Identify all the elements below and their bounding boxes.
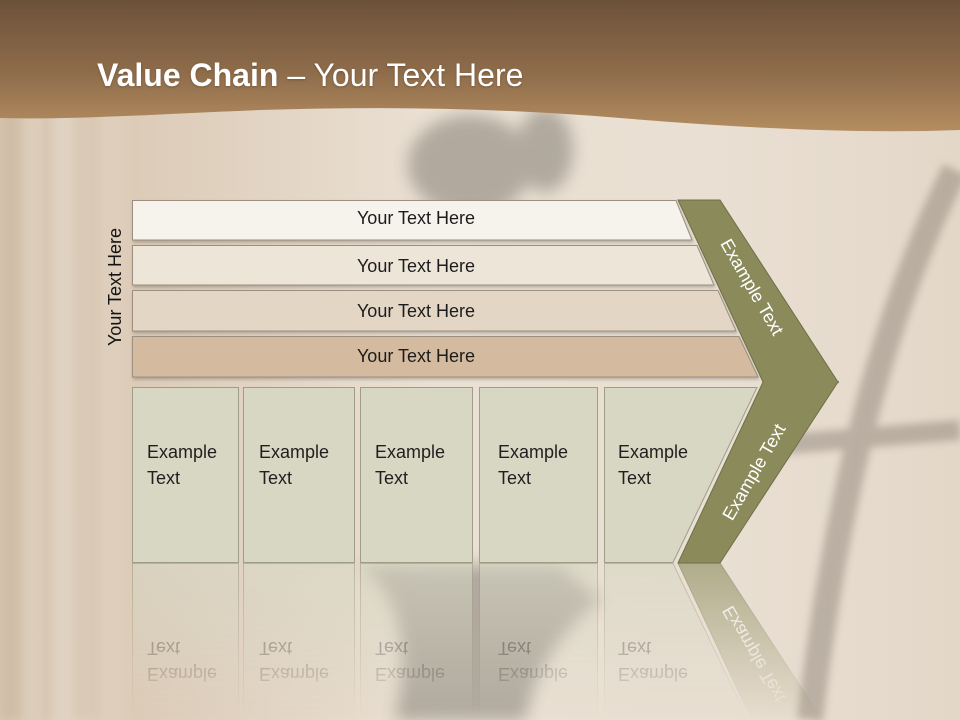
chevron-upper-arm <box>678 200 839 383</box>
title-rest-part: – Your Text Here <box>287 57 524 93</box>
chevron-upper-outline <box>677 199 840 384</box>
primary-bar-4 <box>132 336 759 378</box>
activity-box-3 <box>360 387 473 563</box>
value-chain-lower-shapes <box>132 380 840 564</box>
statue-shapes <box>360 108 600 720</box>
title-bold-part: Value Chain <box>97 57 279 93</box>
pillar-shapes <box>0 100 102 720</box>
activity-box-1-label: Example Text <box>147 442 218 488</box>
header-band <box>0 0 960 132</box>
activity-box-5 <box>604 387 758 563</box>
activity-box-4-label: Example Text <box>498 442 569 488</box>
activity-box-3-label: Example Text <box>375 442 446 488</box>
activity-box-5-label: Example Text <box>618 442 689 488</box>
primary-bar-3 <box>132 290 737 332</box>
chevron-lower-arm <box>678 381 839 563</box>
activity-box-4 <box>479 387 598 563</box>
arch-shapes <box>774 164 960 720</box>
activity-box-2 <box>243 387 355 563</box>
primary-bar-2 <box>132 245 715 286</box>
primary-bar-1 <box>132 200 693 241</box>
primary-bar-3-label: Your Text Here <box>356 301 476 321</box>
primary-bar-4-label: Your Text Here <box>356 346 476 366</box>
slide-title: Value Chain– Your Text Here <box>97 57 523 93</box>
primary-bar-1-label: Your Text Here <box>356 208 476 228</box>
activity-box-1 <box>132 387 239 563</box>
primary-bar-2-label: Your Text Here <box>356 256 476 276</box>
chevron-lower-outline <box>677 380 840 564</box>
support-activities-area: Example Text Example Text Example Text E… <box>0 380 960 564</box>
activity-box-2-label: Example Text <box>259 442 330 488</box>
